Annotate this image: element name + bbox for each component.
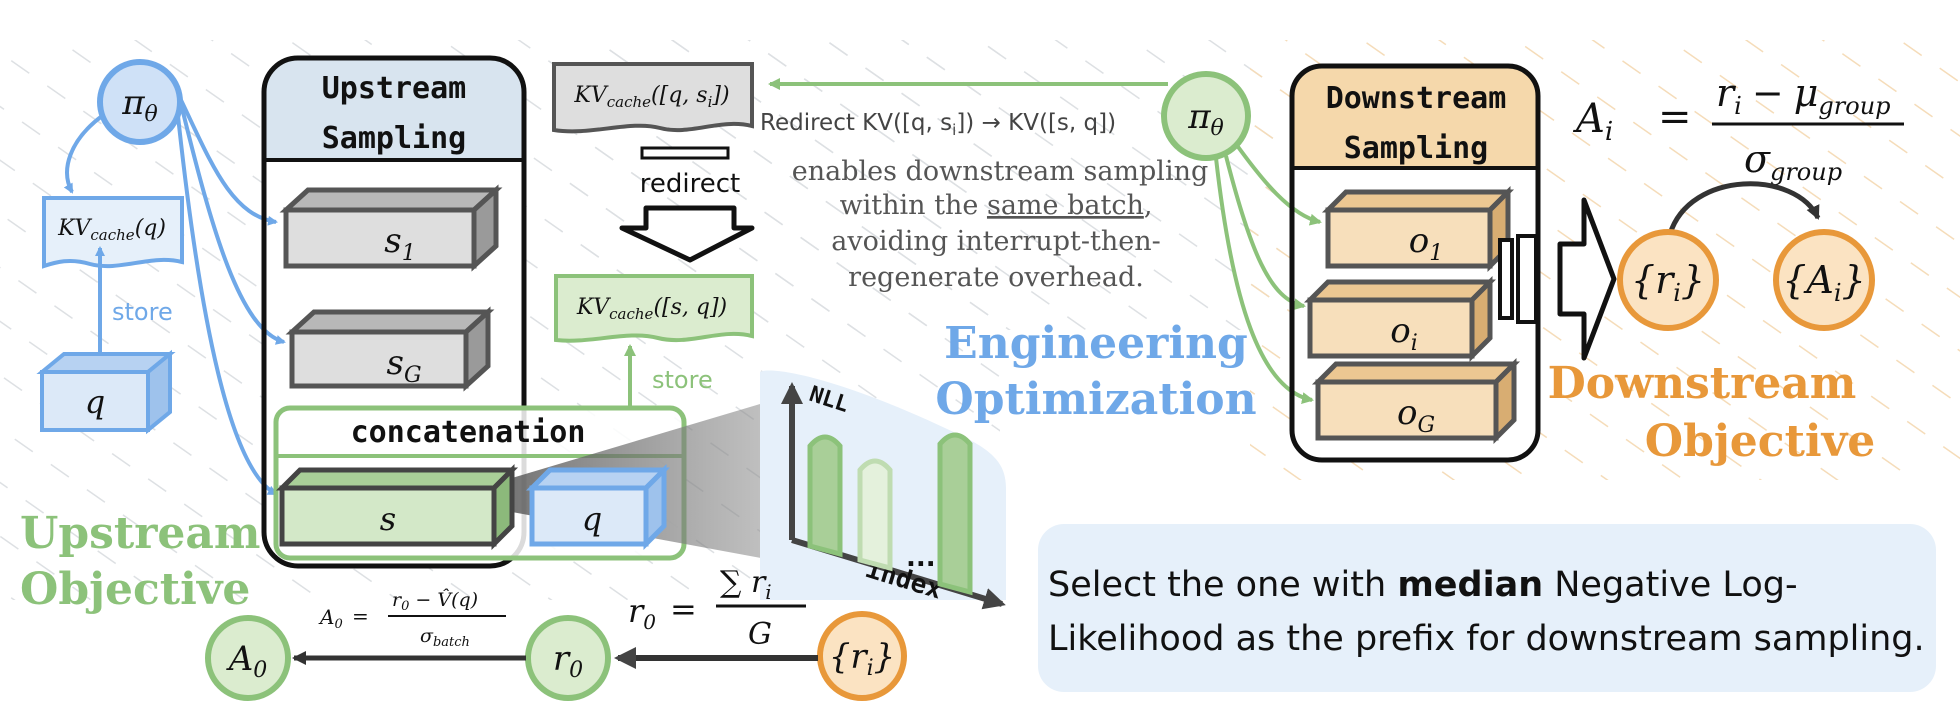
svg-text:{ri}: {ri} bbox=[1631, 258, 1705, 307]
redirect-bar bbox=[640, 146, 730, 160]
policy-node-right: πθ bbox=[1161, 71, 1251, 161]
reward-model-arrow bbox=[1498, 197, 1617, 361]
svg-text:=: = bbox=[352, 604, 369, 628]
svg-text:oi: oi bbox=[1390, 311, 1418, 356]
selection-note: Select the one with median Negative Log-… bbox=[1038, 524, 1936, 692]
svg-text:=: = bbox=[1658, 94, 1692, 140]
svg-text:A0: A0 bbox=[226, 639, 268, 683]
output-block-o1: o1 bbox=[1321, 185, 1515, 273]
reward-to-advantage-arrow bbox=[1667, 181, 1821, 235]
nll-bar bbox=[937, 432, 973, 596]
svg-text:σgroup: σgroup bbox=[1744, 137, 1842, 186]
query-cube-left: q bbox=[36, 349, 176, 435]
svg-text:Optimization: Optimization bbox=[935, 374, 1256, 425]
svg-text:=: = bbox=[670, 590, 697, 628]
svg-text:sG: sG bbox=[386, 343, 421, 388]
downstream-sampling-title-2: Sampling bbox=[1344, 131, 1489, 166]
policy-to-o1-arrow bbox=[1234, 142, 1322, 226]
store-label-middle: store bbox=[652, 366, 713, 394]
svg-text:σbatch: σbatch bbox=[420, 625, 470, 650]
svg-text:KVcache([q, si]): KVcache([q, si]) bbox=[573, 83, 729, 111]
svg-text:Engineering: Engineering bbox=[944, 318, 1248, 369]
svg-text:oG: oG bbox=[1397, 393, 1435, 438]
kv-cache-sq-node: KVcache([s, q]) bbox=[554, 274, 754, 343]
svg-text:ri−μgroup: ri−μgroup bbox=[1716, 71, 1891, 120]
policy-node-left: πθ bbox=[97, 59, 183, 145]
downstream-sampling-title-1: Downstream bbox=[1326, 81, 1507, 116]
a0-node: A0 bbox=[205, 615, 291, 701]
engineering-optimization-label: Engineering Optimization bbox=[935, 318, 1256, 425]
sample-block-s1: s1 bbox=[279, 184, 503, 272]
svg-text:Downstream: Downstream bbox=[1548, 358, 1857, 409]
policy-to-kvcache-arrow bbox=[63, 114, 104, 194]
svg-text:KVcache(q): KVcache(q) bbox=[57, 216, 166, 244]
svg-text:s1: s1 bbox=[384, 221, 415, 266]
kv-cache-q-node: KVcache(q) bbox=[42, 196, 184, 269]
upstream-objective-label: Upstream Objective bbox=[20, 508, 260, 615]
svg-text:regenerate overhead.: regenerate overhead. bbox=[848, 262, 1144, 293]
concatenation-title: concatenation bbox=[351, 415, 586, 450]
svg-text:A0: A0 bbox=[318, 605, 343, 632]
upstream-sampling-title-1: Upstream bbox=[322, 71, 467, 106]
svg-text:q: q bbox=[582, 500, 602, 538]
store-label-left: store bbox=[112, 298, 173, 326]
svg-text:Objective: Objective bbox=[20, 564, 250, 615]
svg-text:πθ: πθ bbox=[1187, 97, 1224, 141]
svg-text:{Ai}: {Ai} bbox=[1782, 258, 1866, 307]
downstream-sampling-box: Downstream Sampling bbox=[1289, 63, 1541, 463]
svg-text:s: s bbox=[380, 500, 396, 538]
r0-formula: r0 = ∑ ri G bbox=[628, 565, 806, 652]
policy-to-s-arrow bbox=[176, 115, 278, 496]
svg-text:{ri}: {ri} bbox=[829, 637, 896, 681]
nll-ellipsis: ... bbox=[906, 543, 936, 573]
r0-node: r0 bbox=[525, 615, 611, 701]
upstream-sampling-box: Upstream Sampling bbox=[261, 55, 527, 569]
svg-text:KVcache([s, q]): KVcache([s, q]) bbox=[576, 295, 727, 323]
svg-text:q: q bbox=[85, 383, 105, 421]
nll-bar bbox=[857, 458, 893, 572]
output-block-oi: oi bbox=[1303, 275, 1497, 363]
advantage-set: {Ai} bbox=[1773, 229, 1875, 331]
a0-formula: A0 = r0 − V̂(q) σbatch bbox=[318, 589, 506, 650]
svg-text:πθ: πθ bbox=[121, 83, 158, 127]
policy-to-sG-arrow bbox=[180, 107, 286, 345]
svg-text:Upstream: Upstream bbox=[20, 508, 260, 559]
redirect-kv-label: Redirect KV([q, si]) → KV([s, q]) bbox=[760, 110, 1116, 139]
svg-text:o1: o1 bbox=[1409, 221, 1443, 266]
advantage-formula: Ai = ri−μgroup σgroup bbox=[1572, 71, 1904, 186]
reward-set-top: {ri} bbox=[1617, 229, 1719, 331]
engineering-note: enables downstream sampling within the s… bbox=[792, 156, 1209, 293]
concat-s-block: s bbox=[275, 463, 519, 551]
svg-text:r0 − V̂(q): r0 − V̂(q) bbox=[392, 589, 478, 614]
sample-block-sG: sG bbox=[285, 306, 495, 392]
svg-text:r0: r0 bbox=[628, 592, 656, 634]
svg-text:enables downstream sampling: enables downstream sampling bbox=[792, 156, 1209, 187]
redirect-arrow bbox=[619, 205, 755, 263]
output-block-oG: oG bbox=[1311, 357, 1521, 445]
nll-bar bbox=[807, 434, 843, 558]
nll-chart: NLL index ... bbox=[760, 370, 1006, 610]
kv-cache-qs-node: KVcache([q, si]) bbox=[552, 62, 754, 134]
svg-text:avoiding interrupt-then-: avoiding interrupt-then- bbox=[831, 226, 1160, 257]
svg-text:Ai: Ai bbox=[1572, 96, 1613, 147]
redirect-label: redirect bbox=[640, 169, 740, 199]
concat-q-block: q bbox=[525, 463, 671, 551]
svg-text:r0: r0 bbox=[553, 639, 583, 683]
policy-to-s1-arrow bbox=[178, 97, 278, 226]
reward-set-bottom: {ri} bbox=[817, 611, 907, 701]
svg-text:G: G bbox=[748, 617, 772, 652]
svg-text:within the same batch,: within the same batch, bbox=[840, 190, 1153, 221]
downstream-objective-label: Downstream Objective bbox=[1548, 358, 1876, 467]
svg-text:∑ ri: ∑ ri bbox=[720, 565, 772, 604]
svg-text:Objective: Objective bbox=[1645, 416, 1875, 467]
upstream-sampling-title-2: Sampling bbox=[322, 121, 467, 156]
